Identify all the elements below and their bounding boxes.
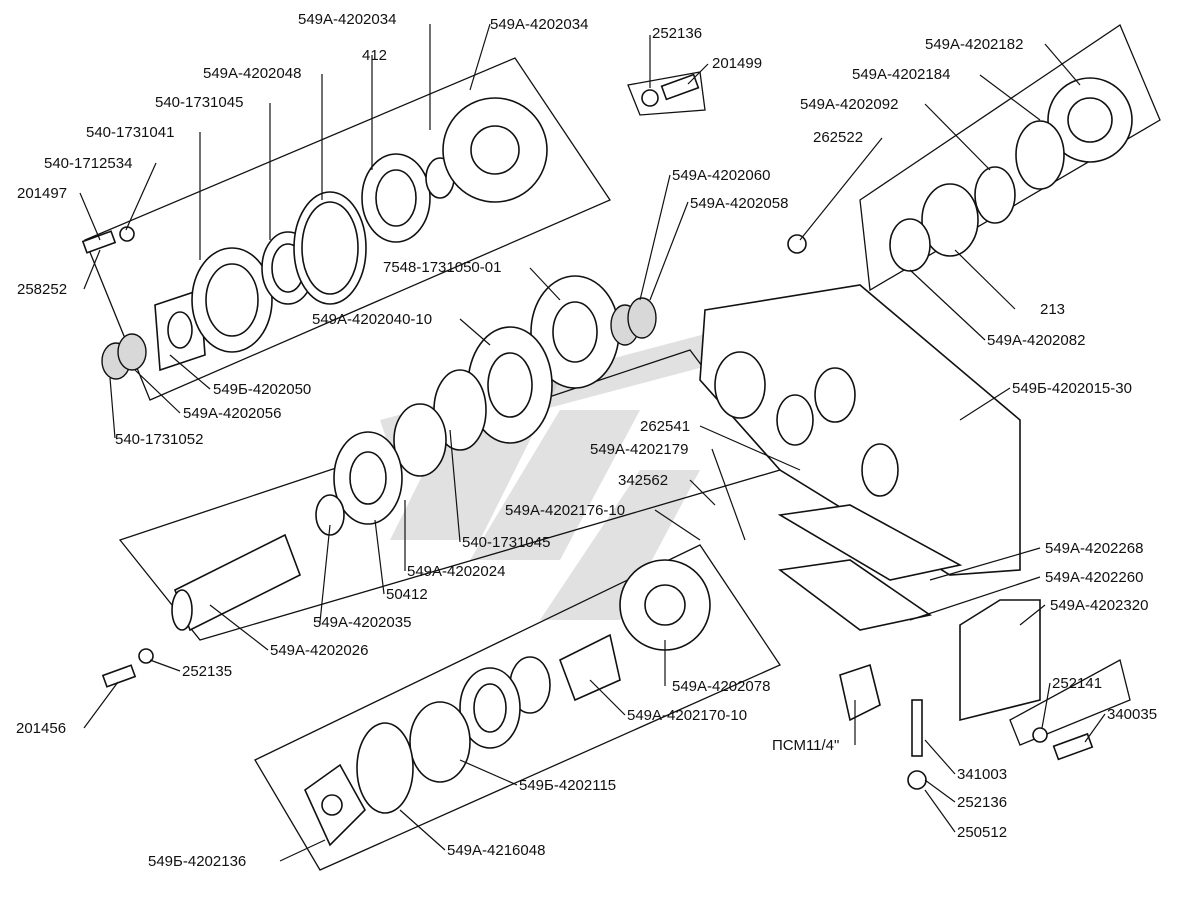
part-label: 549А-4202268: [1045, 540, 1143, 557]
housing-icon: [699, 284, 1021, 576]
upper-assembly-parts: [81, 73, 700, 380]
part-label: 201497: [17, 185, 67, 202]
bracket-icon: [959, 599, 1041, 722]
part-label: 549А-4202048: [203, 65, 301, 82]
part-label: 540-1731045: [155, 94, 243, 111]
part-label: 549А-4202060: [672, 167, 770, 184]
bolt-icon: [81, 230, 117, 254]
part-label: 50412: [386, 586, 428, 603]
part-label: 252136: [652, 25, 702, 42]
part-label: 549А-4202260: [1045, 569, 1143, 586]
washer-icon: [138, 648, 154, 664]
part-label: 540-1731052: [115, 431, 203, 448]
part-label: 549А-4202184: [852, 66, 950, 83]
part-label: 340035: [1107, 706, 1157, 723]
part-label: 549А-4202182: [925, 36, 1023, 53]
bolt-icon: [101, 664, 137, 688]
part-label: 540-1731041: [86, 124, 174, 141]
part-label: 549А-4202040-10: [312, 311, 432, 328]
seal-ring-icon: [1015, 120, 1065, 190]
seal-ring-icon: [356, 722, 414, 814]
part-label: 341003: [957, 766, 1007, 783]
part-label: 549А-4202035: [313, 614, 411, 631]
part-label: 549Б-4202136: [148, 853, 246, 870]
part-label: 549А-4202170-10: [627, 707, 747, 724]
part-label: 549А-4202058: [690, 195, 788, 212]
part-label: 549Б-4202015-30: [1012, 380, 1132, 397]
bearing-icon: [921, 183, 979, 257]
bolt-icon: [660, 73, 700, 101]
part-label: 549А-4202056: [183, 405, 281, 422]
part-number-labels: 549А-4202034 549А-4202034 412 549А-42020…: [16, 11, 1157, 870]
part-label: 412: [362, 47, 387, 64]
part-label: 549А-4202320: [1050, 597, 1148, 614]
part-label: 262541: [640, 418, 690, 435]
part-label: 549Б-4202050: [213, 381, 311, 398]
part-label: ПСМ11/4": [772, 737, 839, 754]
part-label: 213: [1040, 301, 1065, 318]
part-label: 258252: [17, 281, 67, 298]
part-label: 7548-1731050-01: [383, 259, 501, 276]
washer-icon: [907, 770, 927, 790]
plug-icon: [839, 663, 881, 722]
plug-icon: [787, 234, 807, 254]
lower-assembly-parts: [101, 559, 711, 847]
part-label: 342562: [618, 472, 668, 489]
part-label: 252136: [957, 794, 1007, 811]
washer-icon: [641, 89, 659, 107]
gearbox-housing: [699, 77, 1133, 790]
part-label: 201456: [16, 720, 66, 737]
part-label: 549А-4216048: [447, 842, 545, 859]
leader-lines: [79, 23, 1106, 862]
part-label: 252135: [182, 663, 232, 680]
bolt-icon: [911, 699, 923, 757]
part-label: 549А-4202176-10: [505, 502, 625, 519]
shaft-icon: [558, 633, 621, 702]
part-label: 549А-4202034: [298, 11, 396, 28]
part-label: 201499: [712, 55, 762, 72]
part-label: 549А-4202092: [800, 96, 898, 113]
part-label: 250512: [957, 824, 1007, 841]
middle-assembly-parts: [171, 275, 657, 632]
part-label: 549А-4202024: [407, 563, 505, 580]
part-label: 540-1712534: [44, 155, 132, 172]
part-label: 549А-4202179: [590, 441, 688, 458]
bolt-icon: [1052, 732, 1094, 761]
part-label: 252141: [1052, 675, 1102, 692]
part-label: 549Б-4202115: [519, 777, 616, 794]
part-label: 540-1731045: [462, 534, 550, 551]
part-label: 549А-4202078: [672, 678, 770, 695]
part-label: 262522: [813, 129, 863, 146]
washer-icon: [1032, 727, 1048, 743]
part-label: 549А-4202034: [490, 16, 588, 33]
part-label: 549А-4202026: [270, 642, 368, 659]
part-label: 549А-4202082: [987, 332, 1085, 349]
